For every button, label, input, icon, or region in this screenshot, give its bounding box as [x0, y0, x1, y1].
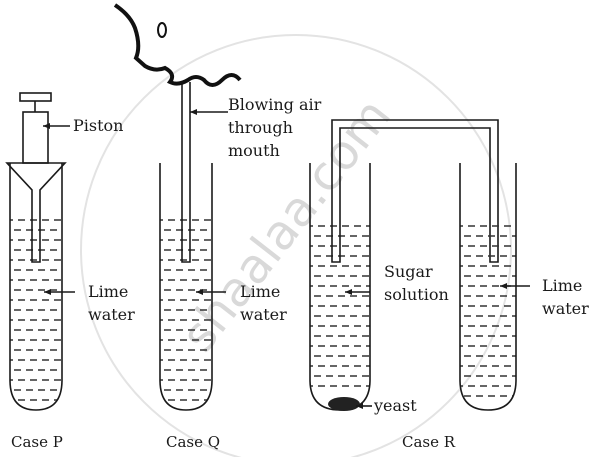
case-r-apparatus: yeast Sugar solution — [309, 119, 589, 415]
case-q-straw — [181, 82, 191, 263]
case-q-apparatus: Blowing air through mouth Lime water — [113, 3, 322, 411]
case-p-apparatus: Piston Lime water — [5, 92, 135, 411]
delivery-tube — [331, 119, 499, 263]
caption-case-q: Case Q — [166, 433, 220, 451]
case-p-test-tube — [9, 163, 63, 411]
blowing-label-line3: mouth — [228, 141, 280, 160]
caption-case-r: Case R — [402, 433, 456, 451]
case-p-piston — [19, 92, 52, 102]
sugar-label-line2: solution — [384, 285, 449, 304]
case-q-lime-label: Lime — [240, 282, 280, 301]
case-q-water-label: water — [240, 305, 287, 324]
case-p-lime-water — [10, 219, 62, 401]
case-r-lime-tube — [459, 163, 517, 411]
case-p-syringe-barrel — [22, 111, 49, 164]
watermark-circle — [80, 34, 512, 457]
case-p-lime-label: Lime — [88, 282, 128, 301]
blowing-label-line2: through — [228, 118, 293, 137]
yeast-blob — [328, 397, 360, 411]
case-q-lime-water — [160, 219, 212, 401]
face-profile — [113, 3, 242, 87]
blowing-label-line1: Blowing air — [228, 95, 322, 114]
piston-label: Piston — [73, 116, 123, 135]
case-r-water-label: water — [542, 299, 589, 318]
case-r-sugar-solution — [310, 225, 370, 387]
case-q-test-tube — [159, 163, 213, 411]
case-r-lime-label: Lime — [542, 276, 582, 295]
caption-case-p: Case P — [11, 433, 63, 451]
case-p-water-label: water — [88, 305, 135, 324]
case-p-funnel — [5, 162, 67, 263]
yeast-label: yeast — [373, 396, 417, 415]
sugar-label-line1: Sugar — [384, 262, 433, 281]
case-r-lime-water — [460, 225, 516, 397]
face-eye — [157, 22, 167, 38]
